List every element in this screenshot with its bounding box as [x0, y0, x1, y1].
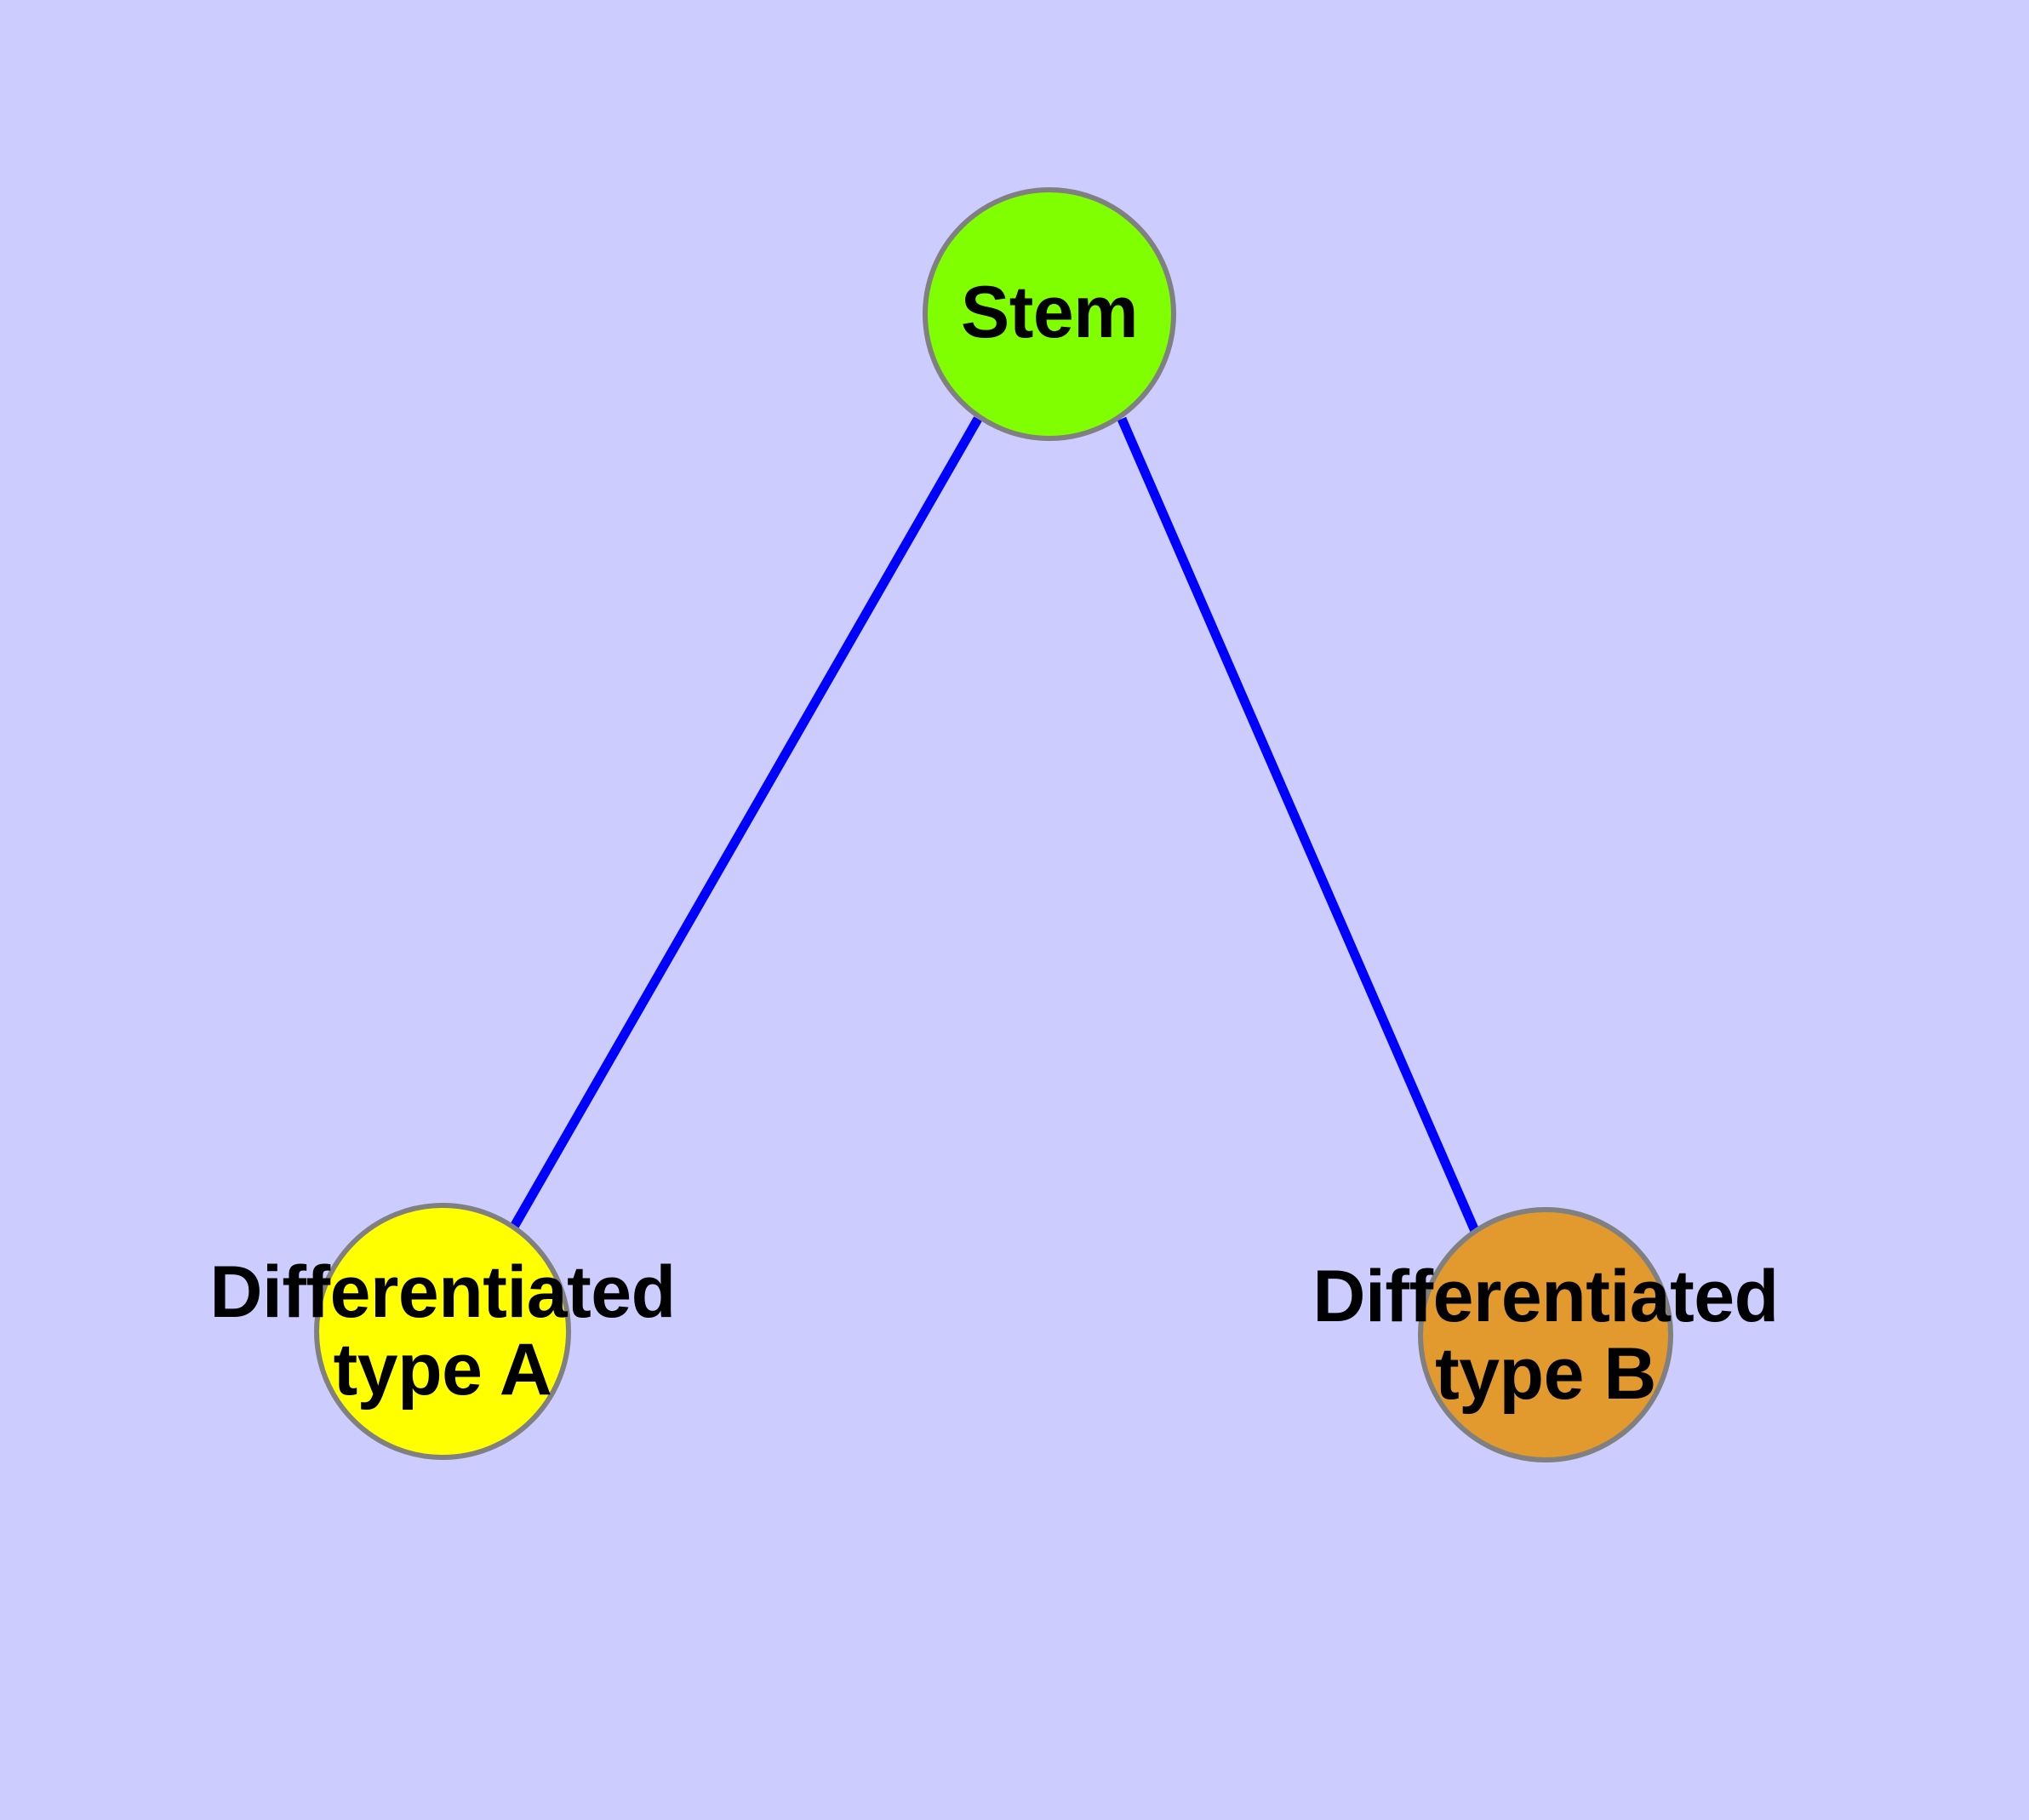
edge-stem-to-type-a [510, 416, 982, 1229]
node-differentiated-type-b[interactable] [1418, 1207, 1673, 1462]
node-label-differentiated-type-a: Differentiated type A [209, 1251, 676, 1411]
node-stem[interactable] [923, 187, 1176, 441]
node-differentiated-type-a[interactable] [314, 1203, 571, 1460]
node-label-stem: Stem [960, 272, 1139, 353]
node-label-differentiated-type-b: Differentiated type B [1312, 1256, 1779, 1416]
edge-stem-to-type-b [1117, 416, 1480, 1233]
